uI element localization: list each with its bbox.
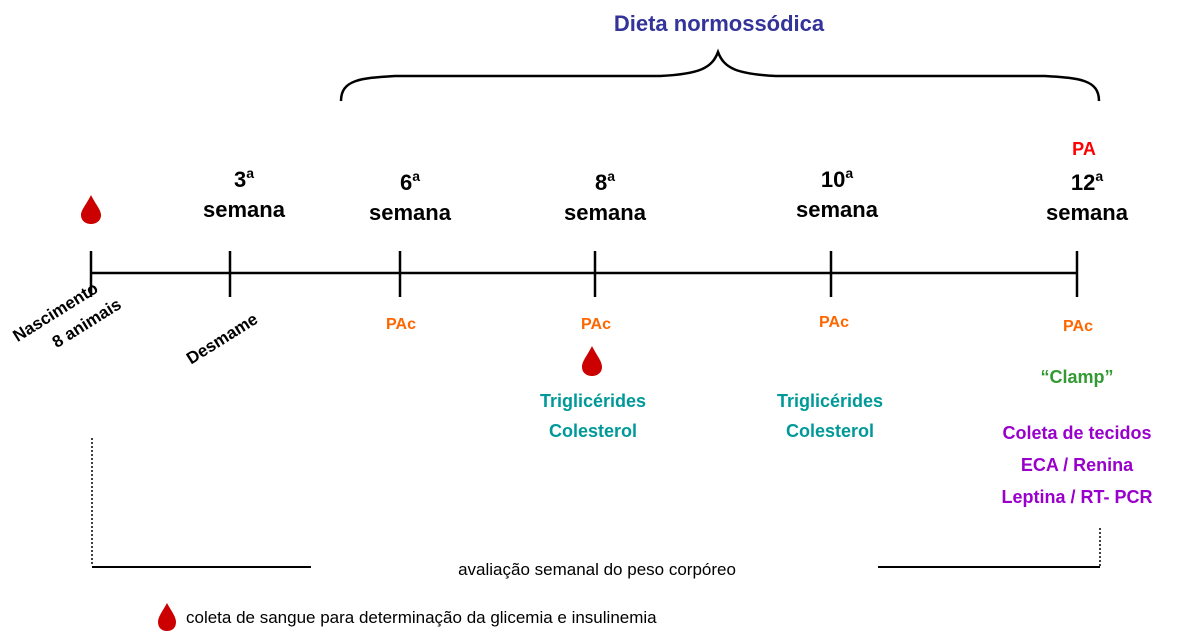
pac-label-week-10: PAc xyxy=(819,314,849,331)
pa-label: PA xyxy=(1072,139,1096,159)
pac-label-week-8: PAc xyxy=(581,316,611,333)
diet-label: Dieta normossódica xyxy=(613,11,825,36)
blood-drop-icon xyxy=(582,346,602,376)
pac-label-week-12: PAc xyxy=(1063,318,1093,335)
tissue-collection-label: Coleta de tecidos ECA / Renina Leptina /… xyxy=(1001,423,1153,507)
blood-drop-icon xyxy=(158,603,176,631)
blood-drop-icon xyxy=(81,195,101,224)
pac-label-week-6: PAc xyxy=(386,316,416,333)
clamp-label: “Clamp” xyxy=(1040,367,1114,387)
weight-evaluation-label: avaliação semanal do peso corpóreo xyxy=(458,560,736,579)
diet-brace xyxy=(339,48,1101,102)
legend-text: coleta de sangue para determinação da gl… xyxy=(186,608,657,627)
